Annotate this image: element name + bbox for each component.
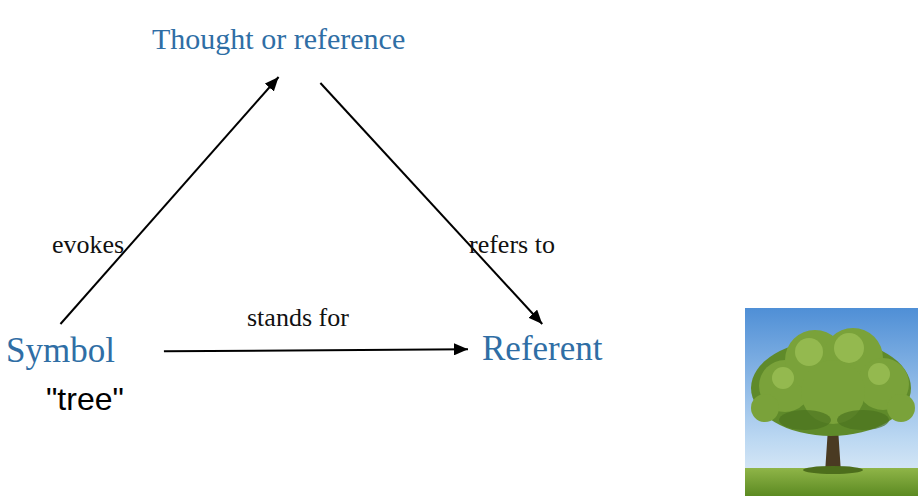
concept-term: Referent — [478, 328, 606, 371]
term-text: Referent — [482, 330, 602, 369]
relation-arrow — [164, 349, 468, 351]
relation-label: evokes — [49, 230, 127, 261]
relation-arrow — [320, 83, 542, 324]
concept-term: Thought or reference — [148, 20, 409, 57]
term-text: Thought or reference — [152, 22, 405, 55]
relation-label: stands for — [244, 303, 352, 334]
concept-term: Symbol — [2, 330, 119, 373]
example-word: "tree" — [46, 382, 124, 417]
tree-photo — [745, 308, 918, 496]
relation-label: refers to — [466, 230, 558, 261]
term-text: Symbol — [6, 332, 115, 371]
relation-arrow — [60, 77, 278, 324]
